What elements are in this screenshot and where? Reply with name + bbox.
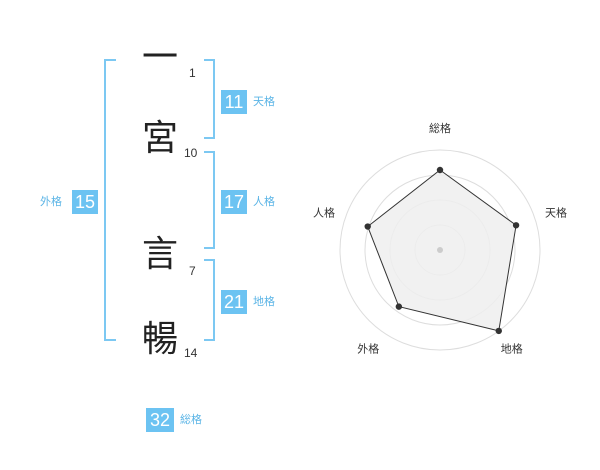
stroke-count-3: 7	[189, 264, 196, 278]
jinkaku-label: 人格	[253, 195, 275, 208]
jinkaku-value-badge: 17	[221, 190, 247, 214]
radar-ring-4	[339, 149, 541, 351]
gaikaku-label: 外格	[40, 195, 62, 208]
name-char-4: 暢	[141, 319, 178, 360]
soukaku-label: 総格	[180, 413, 202, 426]
radar-point-3	[495, 327, 502, 335]
chikaku-value-badge: 21	[221, 290, 247, 314]
radar-center-dot	[437, 247, 443, 253]
radar-axis-label-3: 地格	[501, 342, 523, 356]
tenkaku-label: 天格	[253, 95, 275, 108]
soukaku-value-badge: 32	[146, 408, 174, 432]
chikaku-label: 地格	[253, 295, 275, 308]
stroke-count-4: 14	[184, 346, 198, 360]
stroke-count-1: 1	[189, 66, 196, 80]
name-char-3: 言	[141, 234, 178, 275]
name-char-1: 一	[141, 37, 178, 78]
stroke-count-2: 10	[184, 146, 198, 160]
radar-point-2	[512, 222, 520, 229]
radar-axis-label-1: 総格	[429, 121, 451, 135]
chikaku-bracket	[204, 259, 215, 341]
tenkaku-value-badge: 11	[221, 90, 247, 114]
tenkaku-bracket	[204, 59, 215, 139]
gaikaku-value-badge: 15	[72, 190, 98, 214]
name-char-2: 宮	[141, 118, 178, 159]
radar-axis-label-5: 人格	[313, 205, 335, 219]
radar-axis-label-2: 天格	[545, 205, 567, 219]
radar-point-1	[436, 166, 444, 174]
gaikaku-bracket	[104, 59, 116, 341]
radar-axis-label-4: 外格	[357, 342, 379, 356]
jinkaku-bracket	[204, 151, 215, 249]
radar-point-5	[364, 223, 371, 230]
radar-point-4	[395, 303, 403, 310]
